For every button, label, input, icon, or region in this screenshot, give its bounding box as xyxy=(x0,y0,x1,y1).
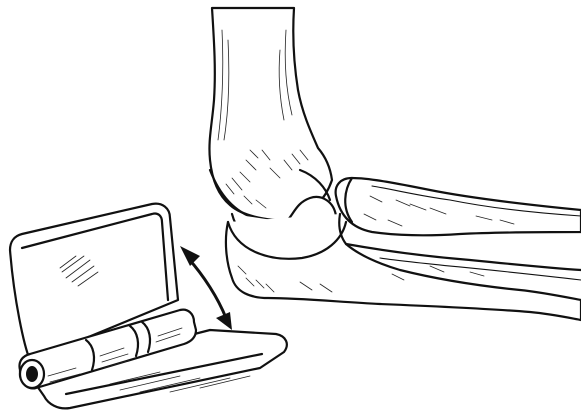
humerus-bone xyxy=(209,8,336,252)
